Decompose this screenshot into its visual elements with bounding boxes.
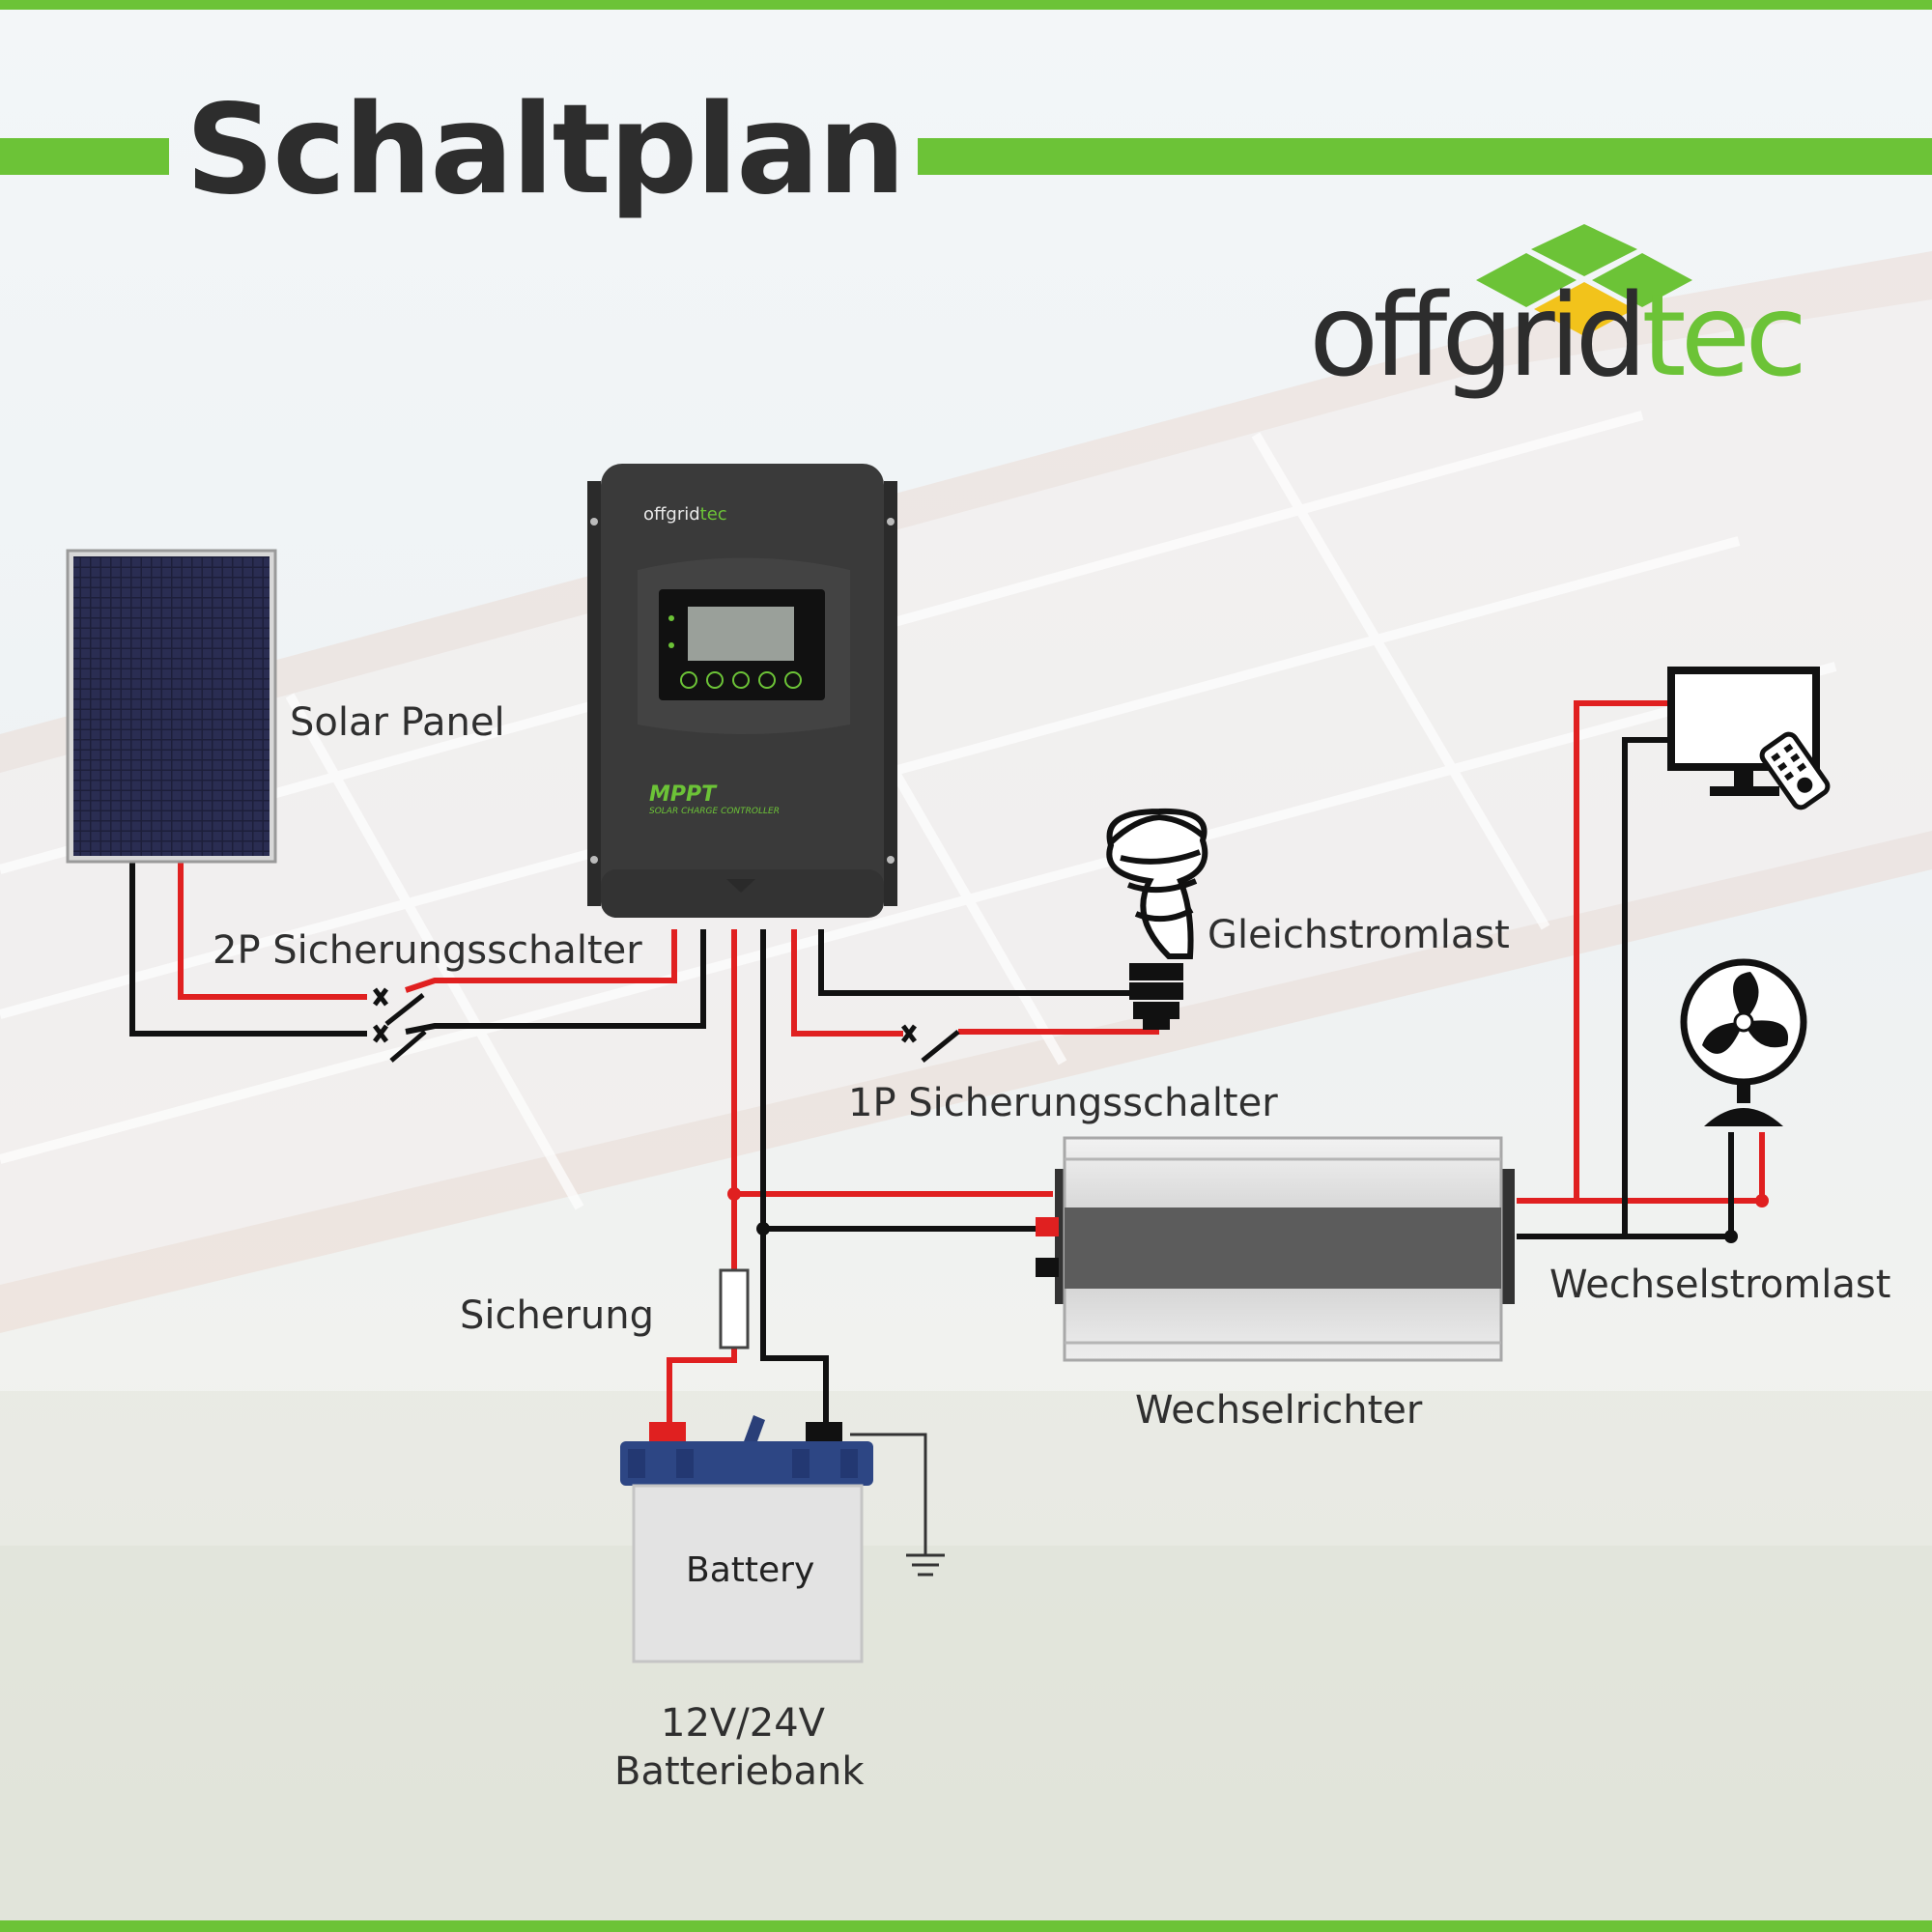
page-title: Schaltplan [185,78,906,222]
label-fuse: Sicherung [460,1293,654,1338]
wire-battery-negative [760,929,1041,1430]
controller-brand-part2: tec [699,504,727,525]
breaker-2p-levers [373,987,427,1063]
logo-part2: tec [1641,269,1807,402]
brand-logo: offgridtec [1309,278,1807,392]
controller-brand-part1: offgrid [643,504,700,525]
battery-text: Battery [686,1550,815,1590]
label-ac-load: Wechselstromlast [1549,1263,1891,1307]
label-battery-bank-voltage: 12V/24V [661,1701,825,1746]
wire-ac-positive [1517,700,1765,1204]
controller-subtitle: SOLAR CHARGE CONTROLLER [649,807,780,816]
fuse-icon [719,1268,750,1350]
label-inverter: Wechselrichter [1135,1388,1423,1433]
label-battery-bank: Batteriebank [614,1749,865,1794]
controller-model: MPPT [649,782,717,807]
controller-brand: offgridtec [643,506,727,524]
logo-part1: offgrid [1309,269,1647,402]
wire-ac-negative [1517,737,1734,1239]
wire-dc-negative [818,929,1130,996]
wire-solar-positive [178,862,677,1000]
label-solar-panel: Solar Panel [290,700,505,745]
wire-battery-positive [667,929,1053,1430]
label-breaker-1p: 1P Sicherungsschalter [848,1081,1278,1125]
label-breaker-2p: 2P Sicherungsschalter [213,928,642,973]
wire-dc-positive [791,929,1159,1037]
breaker-1p-lever [901,1024,960,1063]
wire-solar-negative [129,862,706,1037]
label-dc-load: Gleichstromlast [1208,913,1510,957]
ground-icon [850,1433,945,1577]
